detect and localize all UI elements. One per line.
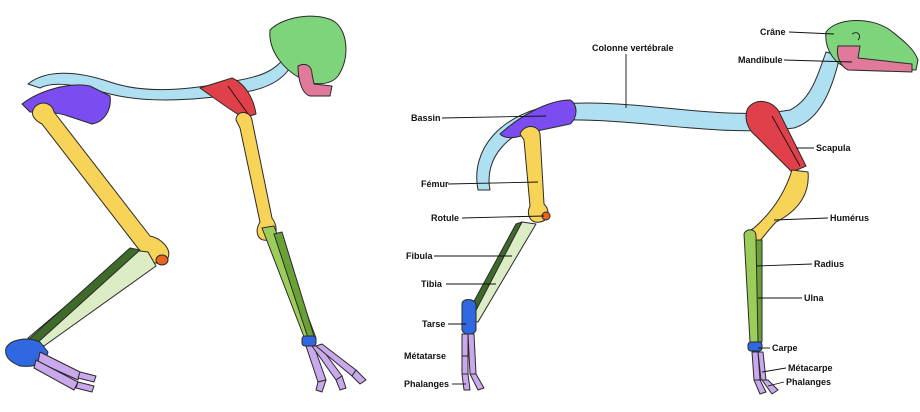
left-phalanges	[75, 371, 97, 393]
left-fibula	[27, 247, 141, 345]
right-metatarsus	[461, 333, 477, 375]
right-pelvis	[499, 99, 577, 139]
left-metatarsus	[33, 351, 81, 391]
left-skull	[269, 15, 347, 85]
left-carpus	[301, 335, 317, 347]
right-tarsus	[461, 299, 477, 335]
left-skeleton	[5, 15, 367, 393]
right-femur	[519, 126, 549, 223]
left-femur	[31, 102, 170, 264]
label-rotule: Rotule	[431, 213, 459, 223]
right-scapula-spine	[771, 115, 801, 167]
right-mandible	[837, 45, 913, 73]
label-phalanges-hind: Phalanges	[404, 379, 449, 389]
right-metacarpus	[751, 351, 767, 381]
left-kneecap	[155, 254, 169, 266]
left-scapula	[199, 77, 257, 119]
label-humerus: Humérus	[830, 213, 869, 223]
label-mandibule: Mandibule	[738, 55, 783, 65]
label-tibia: Tibia	[421, 279, 443, 289]
left-metacarpus	[305, 343, 357, 383]
label-fibula: Fibula	[406, 251, 433, 261]
label-radius: Radius	[814, 259, 844, 269]
label-ulna: Ulna	[804, 293, 824, 303]
label-metatarse: Métatarse	[404, 351, 446, 361]
left-phalanges-fore	[315, 369, 367, 393]
label-colonne-vertebrale: Colonne vertébrale	[592, 43, 674, 53]
label-scapula: Scapula	[816, 143, 852, 153]
label-femur: Fémur	[421, 179, 449, 189]
right-skeleton	[461, 19, 919, 395]
right-scapula	[745, 101, 807, 173]
label-tarse: Tarse	[422, 319, 445, 329]
label-carpe: Carpe	[772, 343, 798, 353]
label-crane: Crâne	[760, 27, 786, 37]
labels: Crâne Mandibule Colonne vertébrale Bassi…	[404, 27, 869, 389]
right-phalanges	[461, 373, 485, 391]
left-scapula-spine	[227, 85, 249, 115]
label-phalanges-fore: Phalanges	[786, 377, 831, 387]
label-metacarpe: Métacarpe	[788, 363, 833, 373]
left-mandible	[297, 63, 333, 97]
label-bassin: Bassin	[411, 113, 441, 123]
left-humerus	[235, 112, 277, 241]
right-skull-detail	[851, 32, 861, 41]
right-phalanges-fore	[753, 379, 779, 395]
leader-lines	[434, 31, 853, 387]
left-ulna	[273, 231, 315, 339]
right-carpus	[747, 341, 763, 352]
